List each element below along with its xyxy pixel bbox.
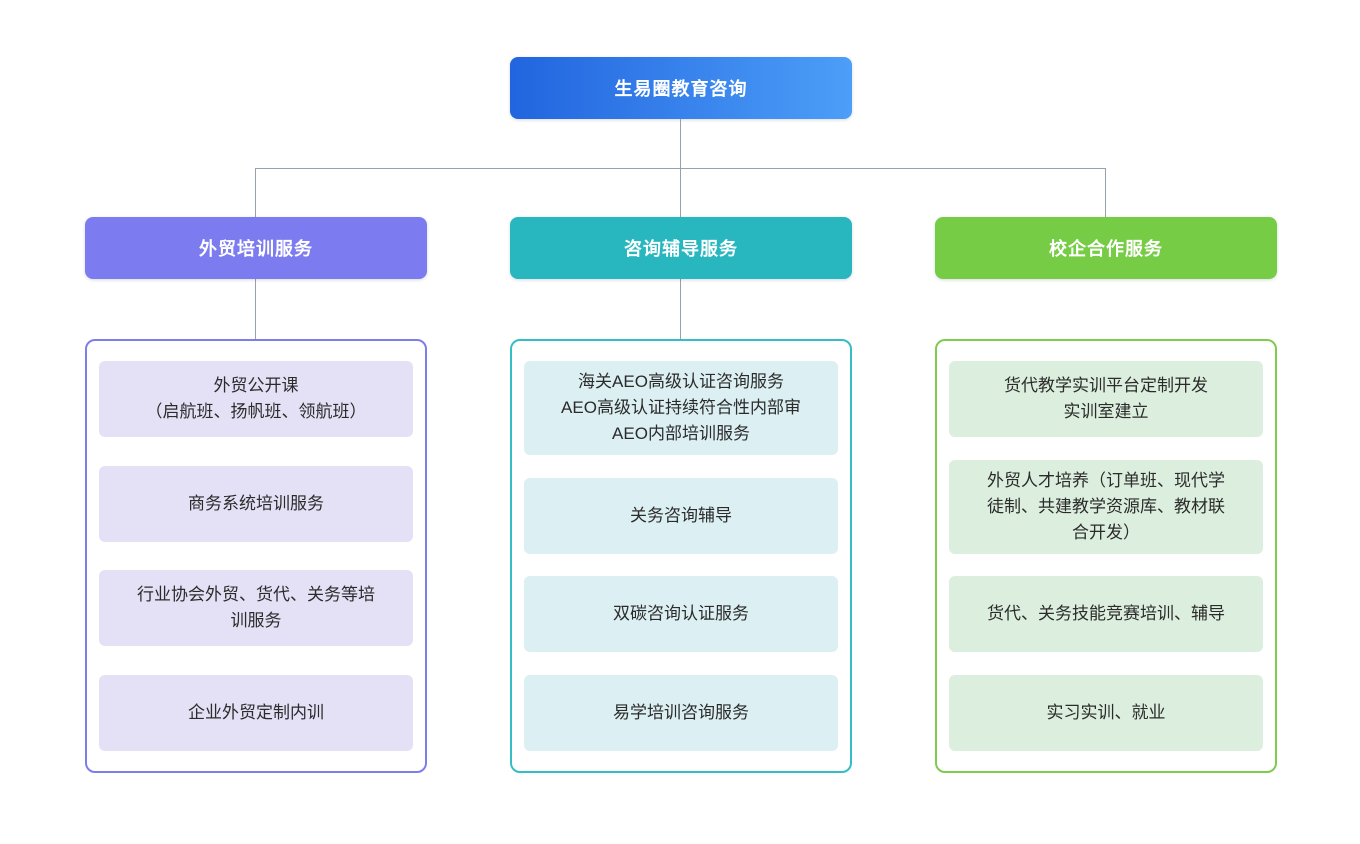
leaf-item-consulting-coaching-3[interactable]: 易学培训咨询服务 xyxy=(524,674,838,751)
leaf-item-foreign-trade-training-3[interactable]: 企业外贸定制内训 xyxy=(99,674,413,751)
root-node-label: 生易圈教育咨询 xyxy=(614,79,748,99)
branch-header-label: 外贸培训服务 xyxy=(199,239,313,259)
leaf-item-line: 外贸人才培养（订单班、现代学 xyxy=(987,470,1225,490)
branch-header-school-enterprise-cooperation[interactable]: 校企合作服务 xyxy=(935,217,1277,279)
leaf-item-school-enterprise-cooperation-3[interactable]: 实习实训、就业 xyxy=(949,674,1263,751)
connector-sub-mid xyxy=(680,279,681,339)
leaf-item-line: 企业外贸定制内训 xyxy=(188,702,324,722)
leaf-item-consulting-coaching-0[interactable]: 海关AEO高级认证咨询服务 AEO高级认证持续符合性内部审 AEO内部培训服务 xyxy=(524,361,838,455)
leaf-item-consulting-coaching-1[interactable]: 关务咨询辅导 xyxy=(524,477,838,554)
leaf-item-line: 实训室建立 xyxy=(1063,402,1149,421)
leaf-item-line: AEO高级认证持续符合性内部审 xyxy=(561,398,801,417)
leaf-item-line: 双碳咨询认证服务 xyxy=(613,604,749,624)
leaf-item-foreign-trade-training-0[interactable]: 外贸公开课 （启航班、扬帆班、领航班） xyxy=(99,361,413,437)
connector-drop-mid xyxy=(680,168,681,217)
leaf-item-school-enterprise-cooperation-0[interactable]: 货代教学实训平台定制开发实训室建立 xyxy=(949,361,1263,437)
leaf-item-line: 关务咨询辅导 xyxy=(630,505,732,525)
leaf-item-line: 合开发） xyxy=(1072,522,1140,542)
leaf-item-line: 外贸公开课 xyxy=(213,376,299,395)
leaf-item-line: 货代教学实训平台定制开发 xyxy=(1004,376,1208,395)
leaf-item-line: 货代、关务技能竞赛培训、辅导 xyxy=(987,604,1225,624)
connector-drop-left xyxy=(255,168,256,217)
leaf-item-consulting-coaching-2[interactable]: 双碳咨询认证服务 xyxy=(524,576,838,653)
leaf-item-line: 商务系统培训服务 xyxy=(188,493,324,513)
leaf-item-line: AEO内部培训服务 xyxy=(612,424,750,443)
connector-sub-left xyxy=(255,279,256,339)
leaf-item-school-enterprise-cooperation-1[interactable]: 外贸人才培养（订单班、现代学徒制、共建教学资源库、教材联合开发） xyxy=(949,459,1263,554)
leaf-item-line: 易学培训咨询服务 xyxy=(613,702,749,722)
leaf-item-line: 徒制、共建教学资源库、教材联 xyxy=(987,496,1225,516)
connector-drop-right xyxy=(1105,168,1106,217)
leaf-item-line: 实习实训、就业 xyxy=(1046,702,1166,722)
branch-container-consulting-coaching: 海关AEO高级认证咨询服务 AEO高级认证持续符合性内部审 AEO内部培训服务关务咨… xyxy=(510,339,852,773)
branch-header-label: 校企合作服务 xyxy=(1049,239,1163,259)
branch-header-consulting-coaching[interactable]: 咨询辅导服务 xyxy=(510,217,852,279)
leaf-item-foreign-trade-training-1[interactable]: 商务系统培训服务 xyxy=(99,465,413,542)
connector-root-stem xyxy=(680,119,681,168)
leaf-item-line: 行业协会外贸、货代、关务等培 xyxy=(137,585,375,605)
leaf-item-line: 海关AEO高级认证咨询服务 xyxy=(578,372,784,391)
branch-container-foreign-trade-training: 外贸公开课 （启航班、扬帆班、领航班） 商务系统培训服务行业协会外贸、货代、关务等培… xyxy=(85,339,427,773)
branch-header-foreign-trade-training[interactable]: 外贸培训服务 xyxy=(85,217,427,279)
leaf-item-line: 训服务 xyxy=(230,611,282,631)
leaf-item-school-enterprise-cooperation-2[interactable]: 货代、关务技能竞赛培训、辅导 xyxy=(949,576,1263,653)
branch-header-label: 咨询辅导服务 xyxy=(624,239,738,259)
branch-container-school-enterprise-cooperation: 货代教学实训平台定制开发实训室建立外贸人才培养（订单班、现代学徒制、共建教学资源… xyxy=(935,339,1277,773)
root-node[interactable]: 生易圈教育咨询 xyxy=(510,57,852,119)
leaf-item-foreign-trade-training-2[interactable]: 行业协会外贸、货代、关务等培训服务 xyxy=(99,570,413,647)
leaf-item-line: （启航班、扬帆班、领航班） xyxy=(145,402,367,421)
